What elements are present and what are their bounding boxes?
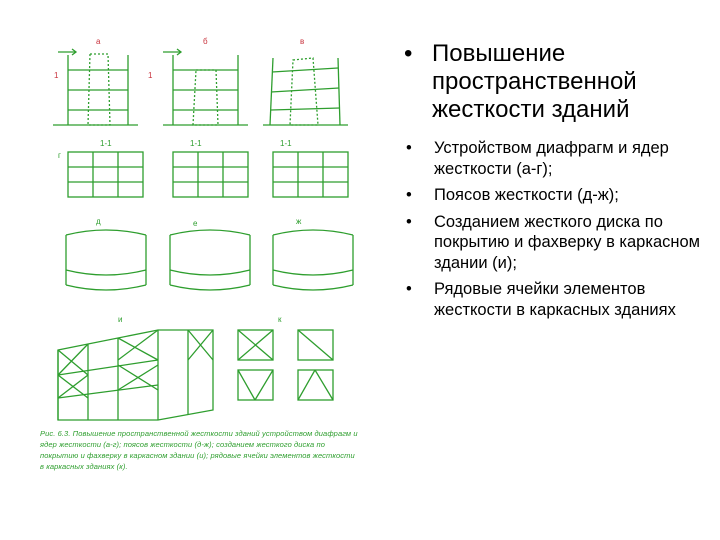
section-label-3: 1-1	[280, 139, 292, 148]
bullet-text: Созданием жесткого диска по покрытию и ф…	[434, 212, 700, 272]
slide-heading: • Повышение пространственной жесткости з…	[404, 40, 704, 124]
figure-drawing: а б в 1 1 1-1 1-1 1-1 г д е ж и к	[53, 37, 354, 421]
panel-c	[263, 57, 348, 126]
label-c: в	[300, 37, 304, 46]
bullet-glyph: •	[404, 40, 413, 67]
label-a: а	[96, 37, 101, 46]
label-zh: ж	[296, 217, 302, 226]
bullet-item: • Созданием жесткого диска по покрытию и…	[404, 212, 704, 274]
section-label-2: 1-1	[190, 139, 202, 148]
belt-row	[65, 229, 354, 291]
bullet-list: • Устройством диафрагм и ядер жесткости …	[404, 138, 704, 320]
plan-row	[67, 151, 349, 198]
bullet-item: • Поясов жесткости (д-ж);	[404, 185, 704, 206]
bullet-item: • Рядовые ячейки элементов жесткости в к…	[404, 279, 704, 320]
panel-a	[53, 48, 138, 126]
figure-labels: а б в 1 1 1-1 1-1 1-1 г д е ж и к	[54, 37, 304, 324]
section-label-1: 1-1	[100, 139, 112, 148]
bullet-item: • Устройством диафрагм и ядер жесткости …	[404, 138, 704, 179]
label-k: к	[278, 315, 282, 324]
bullet-text: Рядовые ячейки элементов жесткости в кар…	[434, 280, 676, 319]
bullet-text: Поясов жесткости (д-ж);	[434, 186, 619, 204]
bullet-glyph: •	[406, 139, 412, 157]
slide-text: • Повышение пространственной жесткости з…	[404, 40, 704, 326]
label-d: д	[96, 217, 101, 226]
bracing-cells	[237, 329, 334, 401]
panel-b	[163, 48, 248, 126]
figure-caption: Рис. 6.3. Повышение пространственной жес…	[40, 429, 358, 471]
bullet-glyph: •	[406, 186, 412, 204]
label-g: г	[58, 151, 61, 160]
bullet-glyph: •	[406, 280, 412, 298]
bullet-glyph: •	[406, 212, 412, 231]
label-i: и	[118, 315, 122, 324]
structural-figure: а б в 1 1 1-1 1-1 1-1 г д е ж и к	[38, 30, 368, 500]
heading-text: Повышение пространственной жесткости зда…	[432, 40, 637, 123]
label-b: б	[203, 37, 208, 46]
label-e: е	[193, 219, 198, 228]
marker-right: 1	[148, 71, 153, 80]
marker-left: 1	[54, 71, 59, 80]
braced-frame	[57, 329, 214, 421]
bullet-text: Устройством диафрагм и ядер жесткости (а…	[434, 139, 669, 178]
